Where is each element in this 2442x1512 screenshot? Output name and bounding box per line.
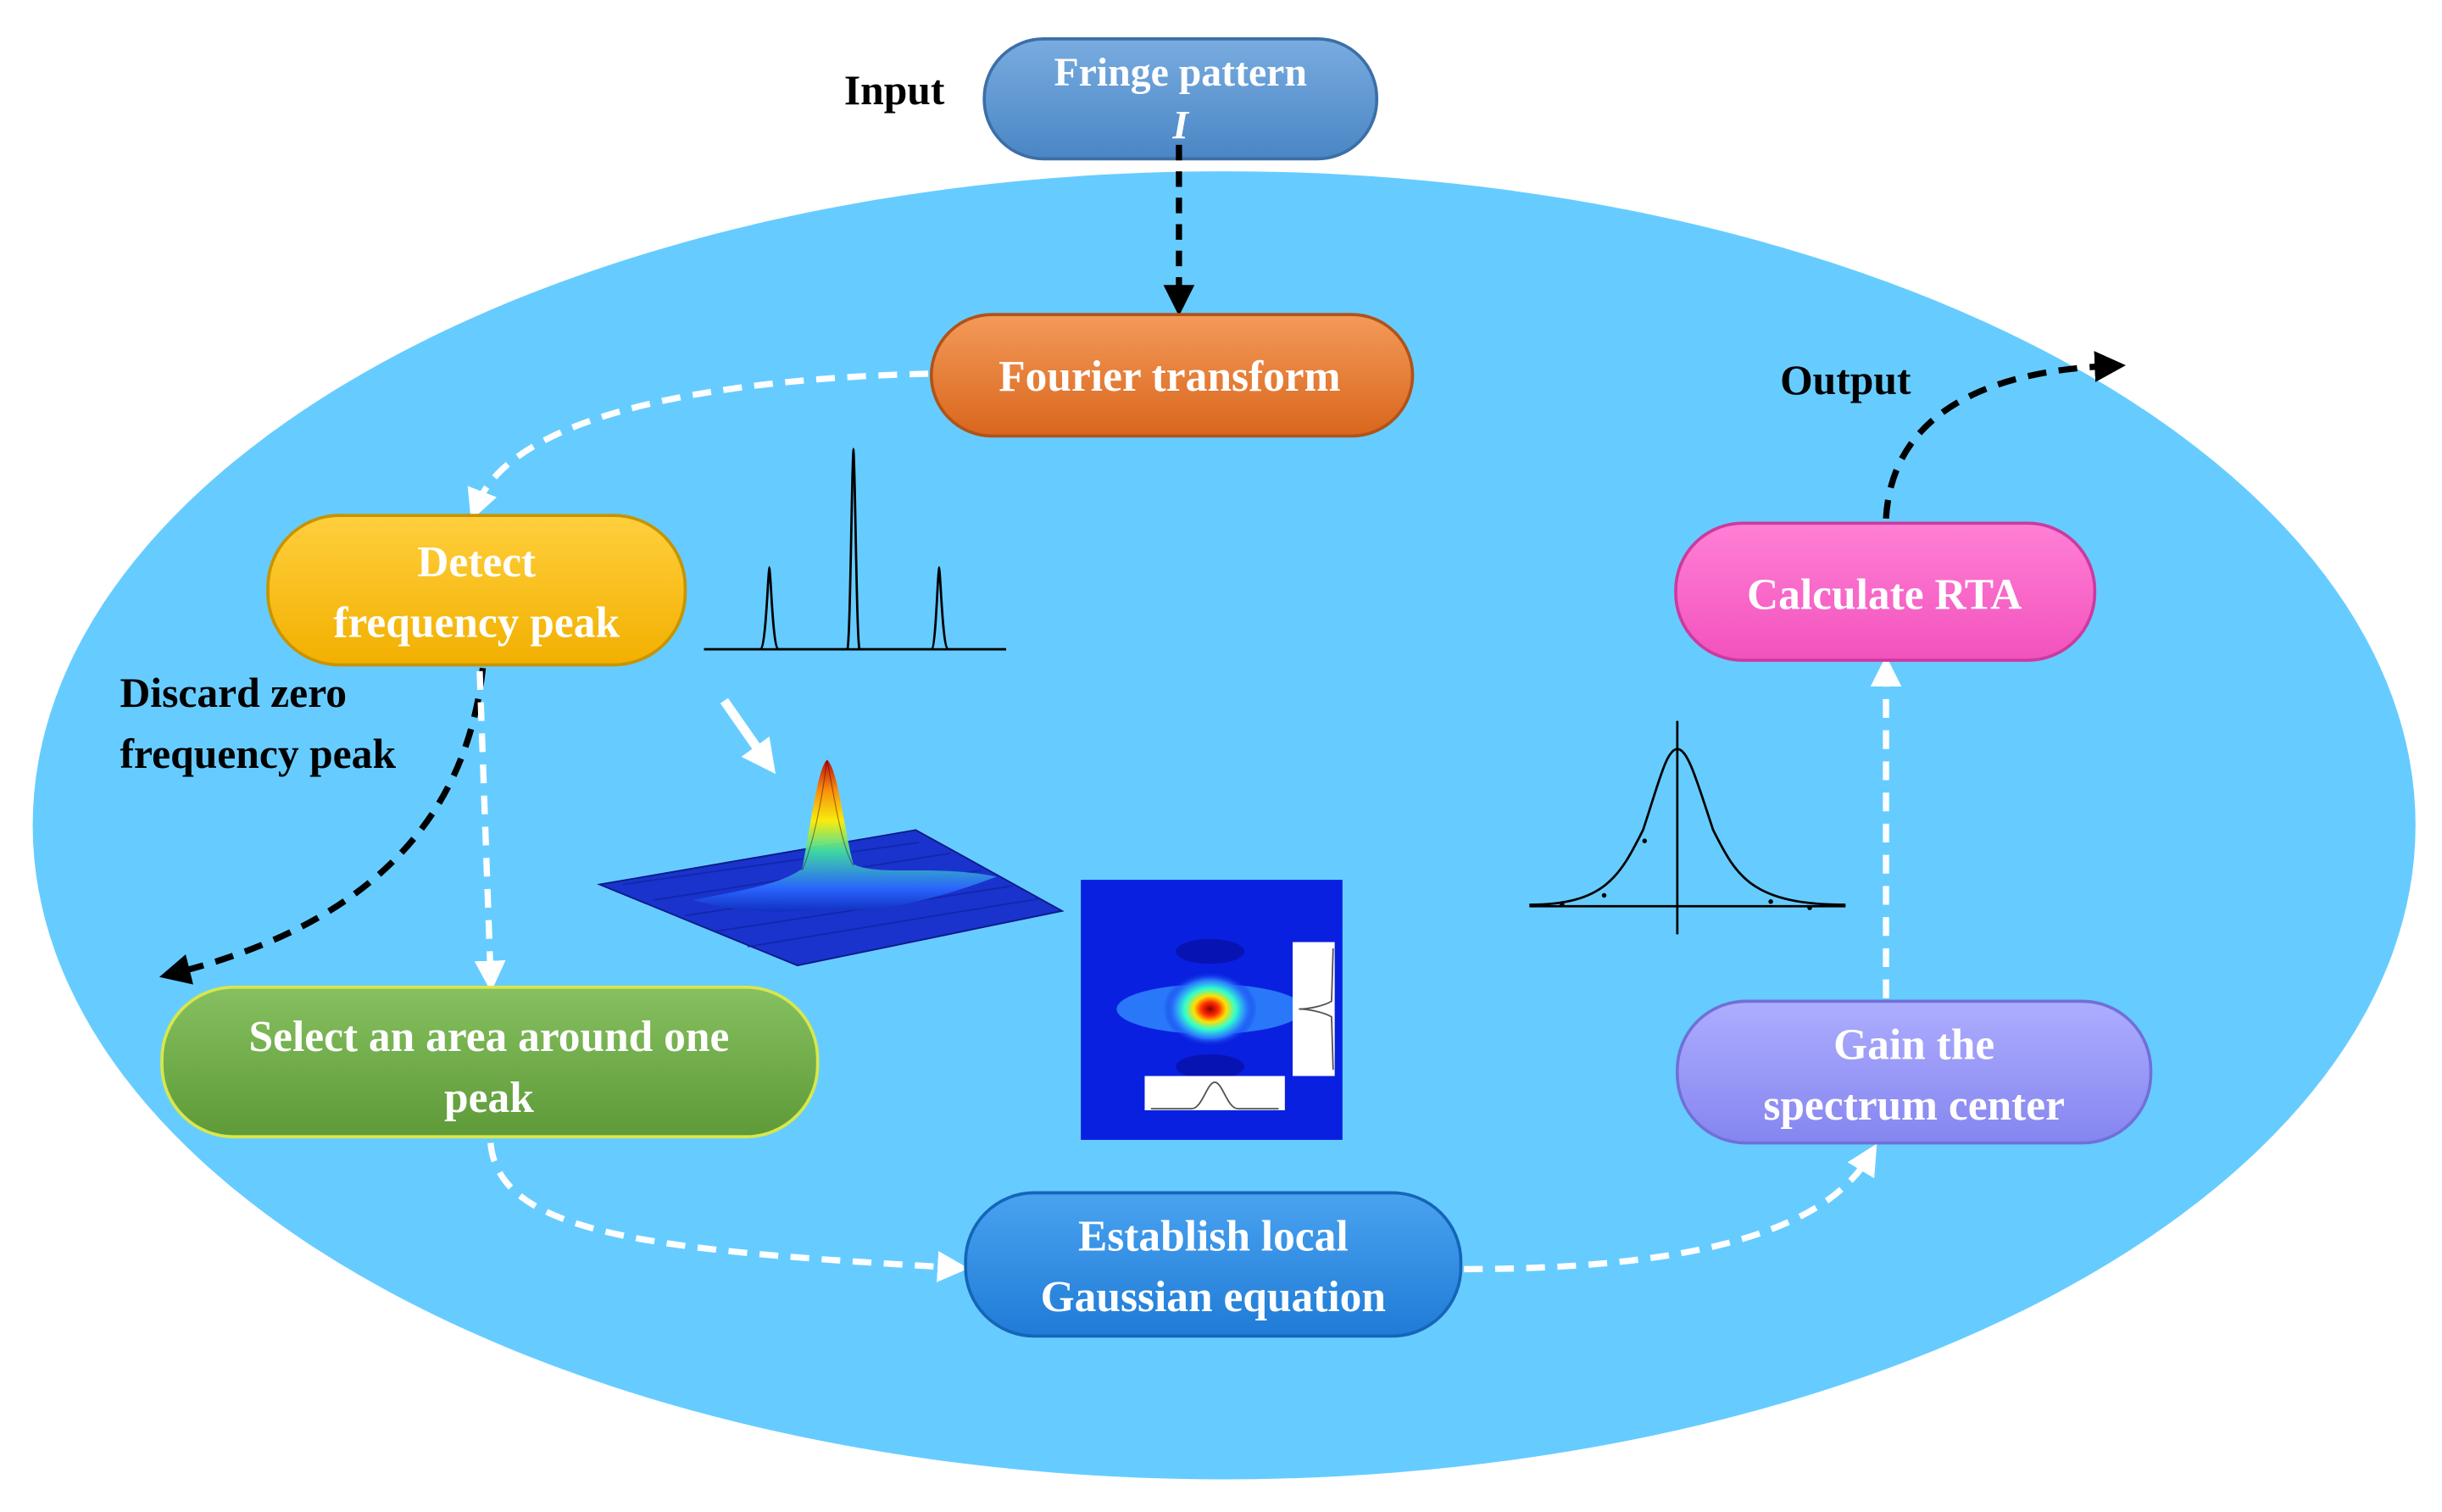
discard-label-line2: frequency peak (120, 731, 396, 777)
fourier-transform-node[interactable]: Fourier transform (929, 313, 1415, 438)
fourier-transform-label: Fourier transform (998, 353, 1340, 401)
arrow-discard-zero-peak (159, 667, 487, 985)
detect-line2: frequency peak (333, 598, 620, 647)
gain-line2: spectrum center (1763, 1081, 2065, 1130)
arrow-select-to-gaussian (487, 1142, 969, 1282)
detect-frequency-peak-node[interactable]: Detect frequency peak (266, 514, 687, 667)
spectrum-peaks-plot (704, 447, 1006, 651)
fringe-pattern-label: Fringe pattern (1054, 50, 1306, 95)
arrow-detect-to-select (474, 670, 506, 992)
select-area-node[interactable]: Select an area around one peak (160, 986, 820, 1139)
gain-spectrum-center-node[interactable]: Gain the spectrum center (1676, 999, 2153, 1145)
gaussian-line2: Gaussian equation (1041, 1273, 1386, 1321)
arrow-to-surface (720, 698, 776, 775)
arrow-fourier-to-detect (467, 370, 929, 521)
input-label: Input (844, 67, 945, 114)
output-label: Output (1780, 357, 1911, 403)
fringe-pattern-symbol: I (1171, 103, 1189, 147)
calculate-rta-label: Calculate RTA (1747, 570, 2022, 619)
heatmap-panel (1081, 880, 1343, 1140)
select-line2: peak (444, 1074, 534, 1122)
arrow-rta-to-output (1883, 351, 2126, 520)
calculate-rta-node[interactable]: Calculate RTA (1674, 521, 2097, 662)
gaussian-line1: Establish local (1078, 1212, 1349, 1260)
select-line1: Select an area around one (249, 1013, 730, 1061)
fringe-pattern-node[interactable]: Fringe pattern I (982, 37, 1379, 161)
gaussian-surface-plot (597, 759, 1065, 967)
background-ellipse (32, 171, 2416, 1480)
gain-line1: Gain the (1833, 1020, 1994, 1069)
detect-line1: Detect (417, 538, 536, 586)
establish-gaussian-node[interactable]: Establish local Gaussian equation (964, 1191, 1463, 1338)
discard-label-line1: Discard zero (120, 670, 347, 716)
gaussian-fit-plot (1529, 720, 1846, 935)
